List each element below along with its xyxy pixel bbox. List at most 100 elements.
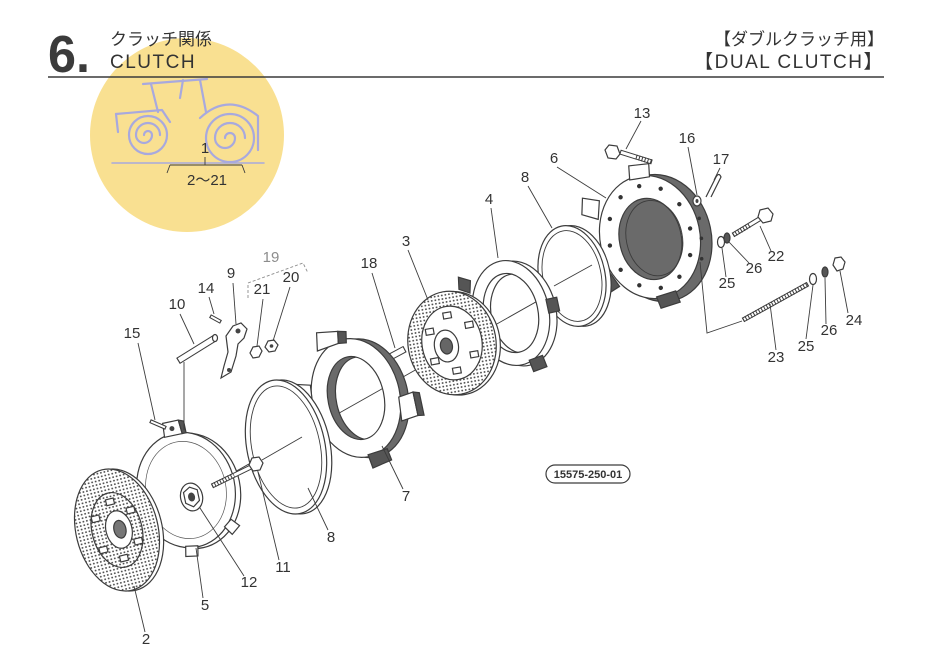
leader-11: [257, 471, 280, 561]
leader-23: [769, 303, 777, 351]
title-en: CLUTCH: [110, 52, 196, 73]
assembly-number: 1: [201, 140, 209, 157]
assembly-range: 2〜21: [187, 172, 227, 189]
leader-18: [371, 272, 396, 349]
part-pin-18: [388, 345, 407, 361]
callout-20: 20: [283, 269, 300, 286]
bolt-head: [757, 207, 774, 224]
callout-23: 23: [768, 349, 785, 366]
part-pin-15: [149, 419, 167, 430]
leader-8-lower: [307, 487, 329, 531]
leader-6: [556, 166, 607, 199]
page-header: 6. クラッチ関係 CLUTCH 【ダブルクラッチ用】 【DUAL CLUTCH…: [48, 26, 884, 84]
callout-6: 6: [550, 150, 558, 167]
callout-5: 5: [201, 597, 209, 614]
part-nut-21: [249, 345, 263, 359]
callout-10: 10: [169, 296, 186, 313]
variant-ja: 【ダブルクラッチ用】: [714, 29, 884, 50]
variant-en: 【DUAL CLUTCH】: [694, 51, 884, 73]
leader-21: [256, 298, 264, 347]
callout-9: 9: [227, 265, 235, 282]
leader-17: [713, 167, 721, 181]
leader-7: [381, 445, 404, 490]
leader-4: [490, 207, 499, 259]
part-nut-24: [832, 256, 846, 272]
cover-ear-top: [628, 162, 651, 181]
part-stud-23: [741, 281, 810, 323]
cover-ear-left: [581, 197, 600, 221]
callout-16: 16: [679, 130, 696, 147]
leader-15: [137, 342, 156, 421]
leader-8-upper: [527, 185, 553, 229]
leader-25-lower: [805, 284, 814, 340]
figure-code-badge: 15575-250-01: [545, 464, 631, 484]
part-washer-26-lower: [821, 266, 829, 278]
figure-code: 15575-250-01: [554, 469, 623, 481]
leader-3: [407, 249, 429, 301]
leader-22: [759, 225, 772, 252]
callout-12: 12: [241, 574, 258, 591]
part-clutch-disc-3: [407, 290, 501, 396]
callout-25-lower: 25: [798, 338, 815, 355]
callout-22: 22: [768, 248, 785, 265]
callout-24: 24: [846, 312, 863, 329]
damper-springs: [90, 497, 144, 563]
part-cover-plate-5: [128, 419, 242, 558]
center-axis-overlay: [261, 436, 303, 461]
callout-18: 18: [361, 255, 378, 272]
part-clutch-cover-6: [581, 162, 713, 310]
leader-16: [687, 146, 698, 196]
hub-spline: [113, 519, 127, 539]
plate-face: [310, 338, 402, 458]
damper-springs: [424, 311, 480, 375]
section-number: 6.: [48, 26, 90, 84]
leader-20: [272, 286, 291, 342]
ring-lug: [528, 354, 548, 373]
cover-bore: [625, 200, 684, 277]
plate-face: [244, 379, 328, 515]
callout-8-lower: 8: [327, 529, 335, 546]
leader-24: [839, 270, 849, 314]
title-ja: クラッチ関係: [110, 30, 212, 50]
callout-19: 19: [263, 249, 280, 266]
callout-11: 11: [275, 559, 291, 576]
part-plate-8-lower: [244, 379, 333, 515]
ring-lug: [457, 276, 472, 294]
callout-15: 15: [124, 325, 141, 342]
callout-3: 3: [402, 233, 410, 250]
leader-10: [179, 313, 195, 345]
part-bolt-13: [604, 144, 653, 165]
fastener-bracket-line: [699, 261, 743, 334]
callout-21: 21: [254, 281, 271, 298]
watermark-circle: [90, 38, 284, 232]
cover-ear-bottom: [655, 290, 681, 310]
part-clutch-disc-2: [73, 468, 165, 592]
plate-lug: [185, 545, 199, 558]
leader-2: [133, 585, 146, 633]
tractor-icon: [111, 77, 265, 164]
assembly-bracket: [166, 157, 246, 174]
callout-2: 2: [142, 631, 150, 648]
callout-26-lower: 26: [821, 322, 838, 339]
leader-25-upper: [721, 247, 727, 278]
part-nut-20: [264, 339, 279, 353]
part-pin-10: [176, 333, 219, 364]
callout-25-upper: 25: [719, 275, 736, 292]
hub-spline: [439, 337, 454, 355]
callout-26-upper: 26: [746, 260, 763, 277]
assembly-callout: 1 2〜21: [166, 140, 246, 189]
watermark-logo: [90, 38, 284, 232]
ring-lug: [545, 296, 561, 314]
callout-8-upper: 8: [521, 169, 529, 186]
leader-26-lower: [824, 277, 827, 325]
part-bolt-11: [210, 456, 264, 489]
leader-lines: [133, 120, 849, 633]
leader-5: [195, 547, 204, 599]
leader-12: [199, 507, 245, 577]
part-washer-16: [692, 195, 702, 207]
leader-26-upper: [728, 241, 750, 264]
leader-13: [625, 120, 642, 150]
callout-13: 13: [634, 105, 651, 122]
callout-7: 7: [402, 488, 410, 505]
